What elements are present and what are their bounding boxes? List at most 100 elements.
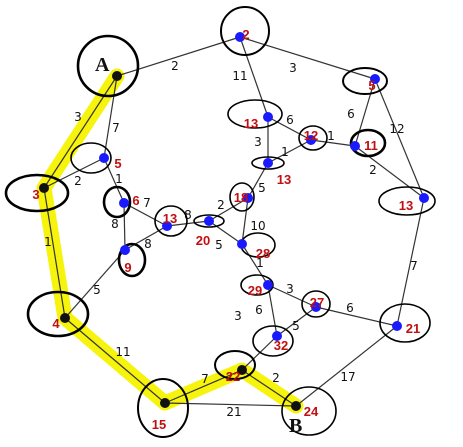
edge-i4-v15 [64,317,166,404]
node-label-15: 15 [152,417,166,432]
edge-weight-u22-w24: 2 [272,371,280,385]
node-dot-9 [120,245,130,255]
node-dot-4 [60,313,70,323]
edge-q29-r27 [267,284,317,308]
edge-c5-e6 [103,157,125,204]
edge-b5-o13 [374,78,425,199]
edge-weight-r27-s32: 5 [292,319,300,333]
node-ring-4 [26,290,90,338]
edge-weight-j13-k12: 6 [286,113,294,127]
node-dot-22 [237,365,247,375]
node-ring-13 [227,99,283,129]
node-label-13: 13 [163,211,177,226]
edge-p28-q29 [241,243,269,286]
edge-weight-s32-u22: 3 [234,309,242,323]
node-label-13: 13 [244,116,258,131]
edge-weight-b5-o13: 12 [389,122,404,136]
node-ring-12 [298,125,328,151]
node-label-29: 29 [248,283,262,298]
edge-weight-e6-f9: 8 [111,217,119,231]
node-label-32: 32 [274,338,288,353]
node-ring-13 [154,205,188,237]
edge-b5-l11 [354,78,376,147]
edge-weight-o13-t21: 7 [410,259,418,273]
node-label-21: 21 [406,321,420,336]
edge-weight-q29-r27: 3 [286,282,294,296]
node-dot-2 [235,32,245,42]
edge-r27-t21 [315,306,398,327]
node-dot-18 [243,193,253,203]
node-label-4: 4 [52,316,60,331]
node-label-28: 28 [256,246,270,261]
node-ring-6 [102,185,132,219]
edge-weight-d3-i4: 1 [44,235,52,249]
terminal-label-start: A [95,54,110,76]
edge-weight-h20-p28: 5 [215,238,223,252]
edge-weight-p28-q29: 1 [256,256,264,270]
node-dot-3 [39,183,49,193]
edge-weight-j13-m13: 3 [254,135,262,149]
node-label-9: 9 [124,260,131,275]
edge-e6-g13 [123,202,168,227]
edge-weight-r27-t21: 6 [346,301,354,315]
edge-a-c5 [103,75,118,159]
edge-weight-c5-e6: 1 [115,172,123,186]
node-label-13: 13 [399,198,413,213]
edge-u22-w24 [241,369,297,407]
edge-h20-p28 [208,220,243,245]
node-ring-13 [378,186,436,216]
edge-weight-l11-o13: 2 [369,163,377,177]
node-dot-32 [272,331,282,341]
node-label-12: 12 [304,128,318,143]
edge-g13-h20 [166,220,210,227]
node-dot-a [112,71,122,81]
edge-weight-b2-b5: 3 [289,61,297,75]
node-label-22: 22 [226,369,240,384]
node-ring-22 [214,350,256,380]
node-ring-9 [117,242,147,278]
node-ring-2 [220,6,270,56]
edge-weight-f9-i4: 5 [93,283,101,297]
edge-u22-v15 [164,369,243,404]
edge-weight-b2-j13: 11 [232,69,247,83]
node-label-18: 18 [234,190,248,205]
edge-weight-b5-l11: 6 [347,107,355,121]
node-dot-5 [99,153,109,163]
edge-weight-u22-v15: 7 [201,372,209,386]
node-dot-15 [160,398,170,408]
edge-b2-j13 [239,36,269,118]
node-dot-5 [370,74,380,84]
edge-weight-a-d3: 3 [74,110,82,124]
edge-f9-g13 [124,225,168,251]
node-dot-20 [204,216,214,226]
node-dot-13 [263,112,273,122]
node-ring-3 [4,173,70,213]
edge-weight-f9-g13: 8 [144,237,152,251]
edge-weight-v15-w24: 21 [226,405,241,419]
edge-weight-k12-m13: 1 [281,145,289,159]
node-ring-24 [281,386,337,436]
node-dot-11 [350,141,360,151]
node-ring-27 [301,290,331,318]
node-ring-5 [70,142,112,174]
node-dot-6 [119,198,129,208]
edge-weight-k12-l11: 1 [327,129,335,143]
edge-h20-n18 [208,197,249,222]
node-label-24: 24 [304,404,319,419]
edge-weight-m13-n18: 5 [258,181,266,195]
edge-weight-a-c5: 7 [112,121,120,135]
edge-j13-k12 [267,116,312,141]
node-label-6: 6 [132,193,139,208]
edge-k12-l11 [310,139,356,147]
node-ring-20 [193,214,225,228]
node-dot-24 [291,401,301,411]
node-ring-21 [379,303,431,343]
edge-e6-f9 [123,202,126,251]
node-dot-21 [392,321,402,331]
node-dot-28 [237,239,247,249]
node-ring-32 [252,325,294,357]
edge-weight-n18-p28: 10 [250,219,265,233]
node-label-5: 5 [368,78,375,93]
